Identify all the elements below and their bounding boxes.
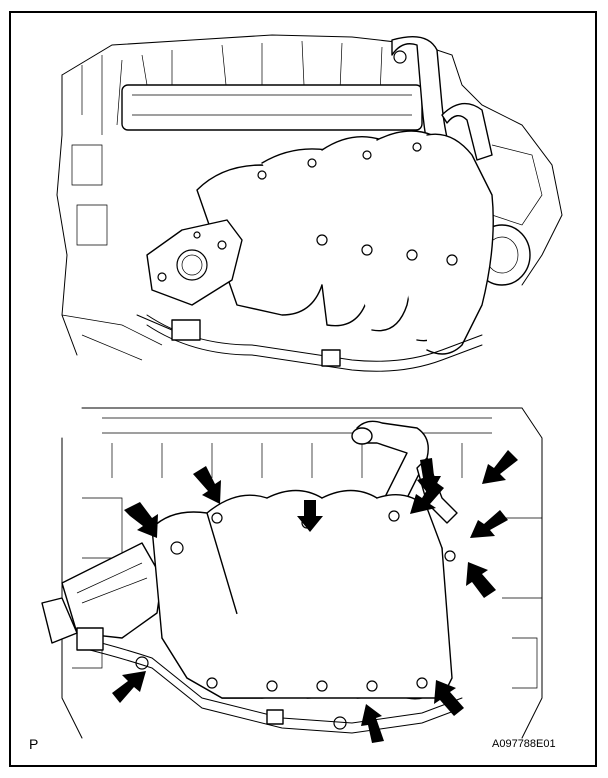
intake-manifold-front-drawing (41, 407, 543, 743)
bolt-arrow-4 (410, 480, 444, 514)
figure-code: A097788E01 (492, 738, 556, 750)
intake-manifold-perspective-drawing (56, 34, 563, 372)
bolt-arrow-7 (466, 562, 496, 598)
bolt-arrow-8 (434, 680, 464, 716)
bolt-arrow-5 (482, 450, 518, 484)
throttle-elbow (61, 542, 163, 639)
bolt-arrows (112, 450, 518, 743)
bolt-arrow-9 (361, 704, 384, 743)
intake-runners (196, 130, 494, 355)
bottom-illustration (22, 398, 582, 743)
top-illustration (22, 15, 582, 380)
bolt-arrow-10 (112, 671, 146, 703)
throttle-body-flange (146, 219, 243, 306)
bolt-arrow-3 (297, 500, 323, 532)
corner-label: P (29, 736, 39, 752)
bolt-arrow-6 (470, 510, 508, 538)
bolt-arrow-11 (417, 458, 441, 496)
bolt-arrow-1 (124, 502, 158, 538)
bolt-arrow-2 (193, 466, 221, 504)
lower-harness (41, 597, 463, 734)
manifold-plenum (135, 489, 456, 730)
lower-pipes (136, 314, 483, 372)
